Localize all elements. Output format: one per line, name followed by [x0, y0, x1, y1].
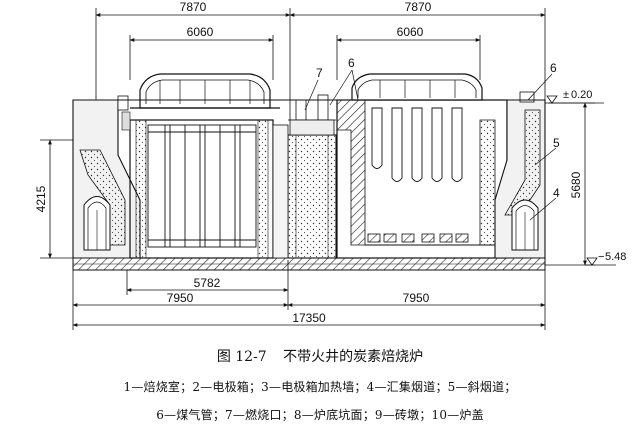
- dim-bottom-total: 17350: [292, 311, 326, 325]
- dim-bottom-right: 7950: [403, 291, 430, 305]
- callout-4: 4: [553, 186, 560, 200]
- right-chamber-walls: [336, 99, 366, 246]
- brick-piers: [367, 233, 469, 243]
- figure-number: 图 12-7: [216, 349, 267, 365]
- dim-top-left: 7870: [180, 0, 207, 14]
- legend-line-1: 1—焙烧室；2—电极箱；3—电极箱加热墙；4—汇集烟道；5—斜烟道；: [123, 380, 517, 394]
- elevation-bottom-value: 5.48: [605, 251, 626, 263]
- callout-leaders: [304, 69, 557, 221]
- legend-line-2: 6—煤气管；7—燃烧口；8—炉底坑面；9—砖墩；10—炉盖: [156, 408, 484, 422]
- furnace-section-drawing: 7870 7870 6060 6060 4215 5680 5782 7950 …: [34, 0, 626, 330]
- dim-height-right: 5680: [569, 171, 583, 198]
- figure-caption: 图 12-7 不带火井的炭素焙烧炉: [0, 346, 640, 366]
- dim-inner-right: 6060: [397, 25, 424, 39]
- callout-6b: 6: [550, 61, 557, 75]
- dimension-lines: [40, 8, 595, 330]
- dim-bottom-inner-left: 5782: [194, 276, 221, 290]
- elevation-top-value: 0.20: [571, 89, 592, 101]
- elevation-mark-bottom: − 5.48: [585, 251, 626, 266]
- elevation-top-sign: ±: [563, 89, 569, 101]
- callout-5: 5: [553, 136, 560, 150]
- dim-inner-left: 6060: [187, 25, 214, 39]
- dim-height-left: 4215: [34, 185, 48, 212]
- callout-7: 7: [316, 66, 323, 80]
- gas-pipes: [288, 94, 336, 136]
- dim-bottom-left: 7950: [167, 291, 194, 305]
- heating-wall-fins: [371, 107, 463, 182]
- dim-top-right: 7870: [405, 0, 432, 14]
- right-furnace-cover: [351, 73, 483, 101]
- elevation-bottom-sign: −: [598, 251, 604, 263]
- left-inclined-flue: [79, 149, 126, 246]
- center-wall: [287, 134, 337, 259]
- electrode-boxes: [147, 124, 257, 248]
- elevation-mark-top: ± 0.20: [546, 89, 604, 104]
- figure-title: 不带火井的炭素焙烧炉: [283, 349, 424, 365]
- callout-6a: 6: [348, 56, 355, 70]
